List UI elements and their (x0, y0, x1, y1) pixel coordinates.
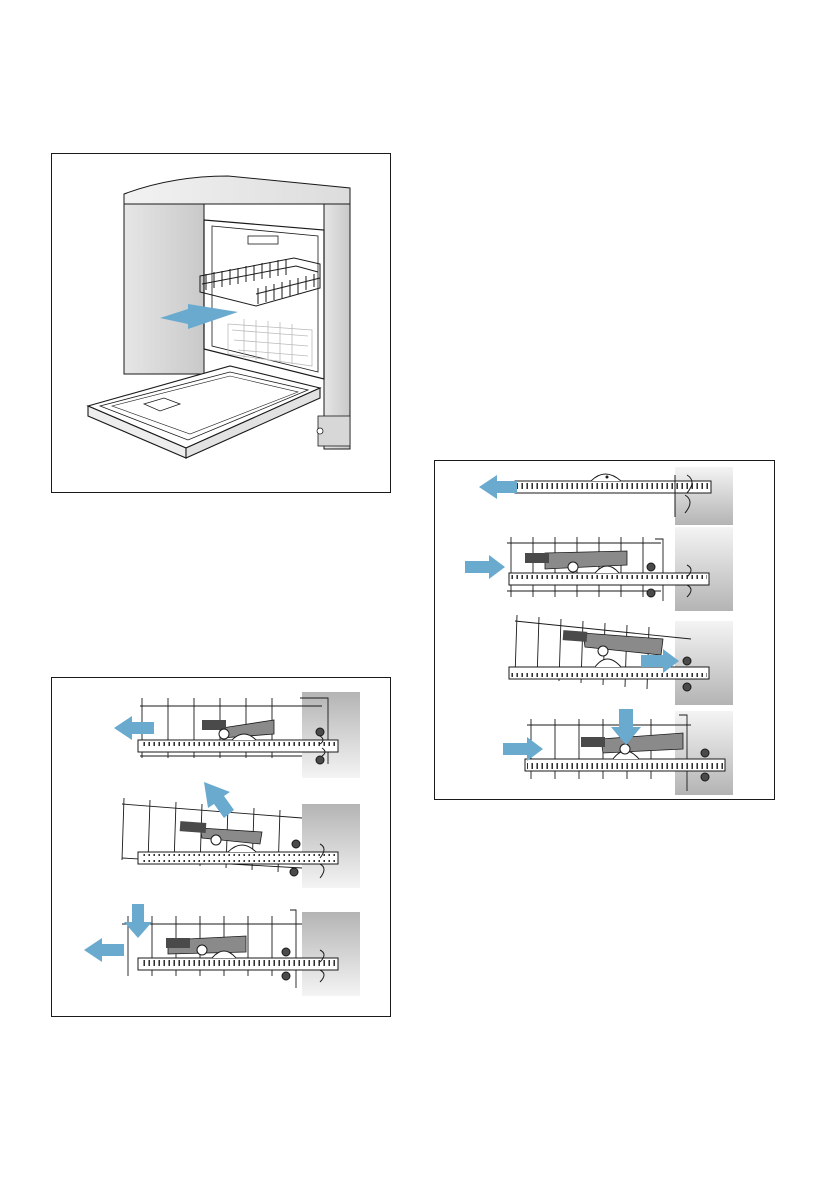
cabinet-right (324, 204, 350, 449)
dishwasher-illustration (52, 154, 391, 493)
unhook-steps-illustration (52, 678, 391, 1017)
arrow-left-icon (84, 938, 124, 962)
open-door (88, 366, 320, 458)
figure-unhook-basket-steps (51, 677, 391, 1017)
figure-remove-upper-basket (51, 153, 391, 493)
arrow-right-icon (465, 555, 505, 579)
wall-side (302, 692, 360, 778)
arrow-left-icon (114, 716, 154, 740)
arrow-up-right-icon (204, 782, 234, 818)
wall-side (302, 804, 360, 888)
step-1 (114, 692, 360, 778)
arrow-left-icon (479, 475, 517, 499)
wall-side (675, 467, 733, 525)
step-2 (465, 527, 733, 611)
wall-side (302, 912, 360, 996)
wall-side (675, 527, 733, 611)
step-4 (503, 709, 733, 795)
step-3 (84, 904, 360, 996)
figure-refit-basket-steps (434, 460, 775, 800)
refit-steps-illustration (435, 461, 775, 800)
step-3 (509, 615, 733, 705)
arrow-right-icon (503, 737, 543, 761)
worktop (124, 176, 350, 204)
step-1 (479, 467, 733, 525)
cabinet-left (124, 204, 204, 374)
step-2 (122, 782, 360, 888)
